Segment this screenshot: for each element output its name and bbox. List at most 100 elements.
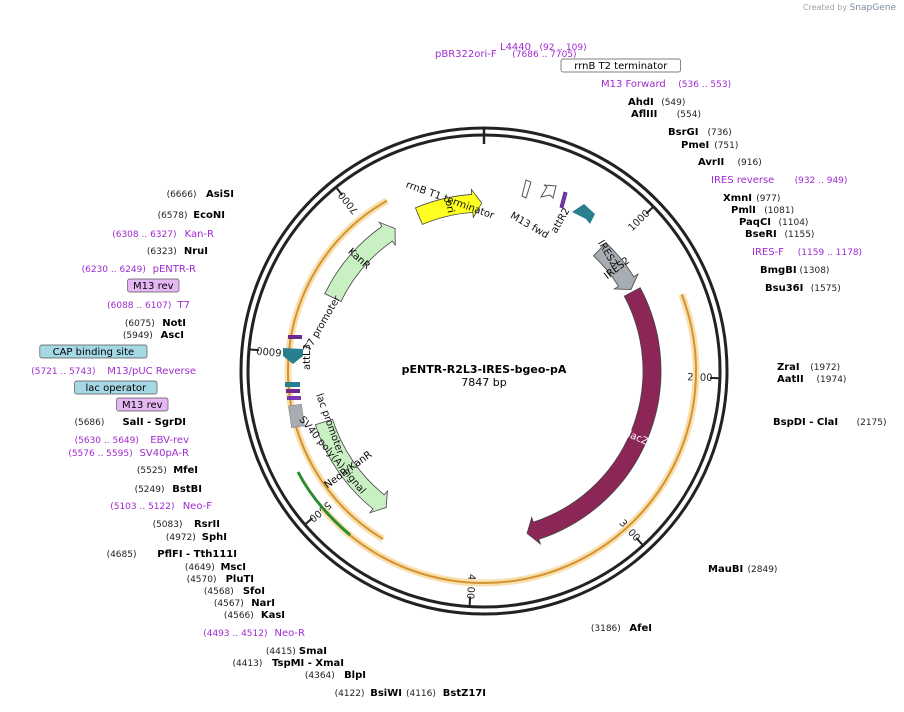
site-label: MfeI(5525) xyxy=(137,465,198,476)
lac-marker-2 xyxy=(286,389,300,393)
feature-text-label: M13 fwd xyxy=(508,210,550,241)
site-position: (6230 .. 6249) xyxy=(82,265,146,275)
orange-arcs xyxy=(284,197,700,587)
site-name: EcoNI xyxy=(193,210,225,221)
site-label: EBV-rev(5630 .. 5649) xyxy=(75,435,189,446)
site-position: (2175) xyxy=(857,418,887,428)
ruler-tick-label: 7000 xyxy=(337,189,362,216)
ruler-tick xyxy=(468,596,472,607)
site-name: IRES reverse xyxy=(711,175,774,186)
site-name: M13 Forward xyxy=(601,79,666,90)
site-name: Kan-R xyxy=(185,229,214,240)
ruler-tick xyxy=(635,537,644,547)
site-name: pBR322ori-F xyxy=(435,49,497,60)
SV40-polyA-block xyxy=(288,403,305,429)
site-label: BsiWI (4122) xyxy=(335,688,402,699)
feature-kanr xyxy=(324,221,396,303)
site-name: M13 rev xyxy=(122,400,163,411)
site-position: (4685) xyxy=(107,550,137,560)
snapgene-brand: Created by SnapGene xyxy=(803,3,896,13)
site-position: (3186) xyxy=(591,624,621,634)
site-position: (932 .. 949) xyxy=(795,176,848,186)
site-name: AsiSI xyxy=(206,189,234,200)
site-name: AhdI xyxy=(628,97,654,108)
site-label: BstBI (5249) xyxy=(135,484,202,495)
site-position: (751) xyxy=(714,141,738,151)
site-label: T7 (6088 .. 6107) xyxy=(107,300,190,311)
site-label: pBR322ori-F(7686 .. 7705) xyxy=(435,49,577,60)
site-position: (1974) xyxy=(817,375,847,385)
site-position: (6323) xyxy=(147,247,177,257)
site-position: (5103 .. 5122) xyxy=(110,502,174,512)
site-label: Neo-R(4493 .. 4512) xyxy=(203,628,305,639)
site-position: (6088 .. 6107) xyxy=(107,301,171,311)
site-label: BstZ17I(4116) xyxy=(406,688,486,699)
site-label: CAP binding site xyxy=(39,344,148,359)
site-name: AflIII xyxy=(631,109,657,120)
ruler-tick-label: 6000 xyxy=(256,344,282,357)
site-position: (6666) xyxy=(167,190,197,200)
site-position: (549) xyxy=(661,98,685,108)
site-name: AatII xyxy=(777,374,804,385)
site-position: (1972) xyxy=(810,363,840,373)
site-label: IRES reverse (932 .. 949) xyxy=(711,175,847,186)
ruler-tick-label: 4000 xyxy=(464,574,477,600)
site-name: NarI xyxy=(251,598,275,609)
site-name: NruI xyxy=(184,246,208,257)
site-name: PmeI xyxy=(681,140,709,151)
site-position: (5249) xyxy=(135,485,165,495)
site-label: Bsu36I (1575) xyxy=(765,283,841,294)
lac-marker-1 xyxy=(285,382,300,387)
site-name: BsiWI xyxy=(370,688,402,699)
site-name: KasI xyxy=(261,610,285,621)
site-name: M13 rev xyxy=(133,281,174,292)
site-position: (1308) xyxy=(800,266,830,276)
site-label: AflIII (554) xyxy=(631,109,701,120)
orange-arc xyxy=(287,199,388,540)
site-name: pENTR-R xyxy=(153,264,196,275)
site-label: AhdI (549) xyxy=(628,97,685,108)
site-label: M13/pUC Reverse(5721 .. 5743) xyxy=(31,366,196,377)
site-label: Kan-R(6308 .. 6327) xyxy=(112,229,214,240)
site-name: AscI xyxy=(161,330,184,341)
site-label: NarI(4567) xyxy=(214,598,275,609)
site-name: BstBI xyxy=(172,484,202,495)
site-position: (554) xyxy=(677,110,701,120)
site-label: BsrGI(736) xyxy=(668,127,732,138)
site-position: (6075) xyxy=(125,319,155,329)
site-position: (4415) xyxy=(266,647,296,657)
site-position: (536 .. 553) xyxy=(678,80,731,90)
site-name: AfeI xyxy=(629,623,652,634)
site-name: ZraI xyxy=(777,362,800,373)
attR2-arrow xyxy=(539,184,557,199)
site-position: (916) xyxy=(738,158,762,168)
feature-label: ori xyxy=(442,199,455,214)
site-label: BlpI(4364) xyxy=(305,670,366,681)
site-name: EBV-rev xyxy=(150,435,189,446)
M13-fwd-marker xyxy=(559,191,568,209)
brand-prefix: Created by xyxy=(803,3,848,12)
site-label: PluTI(4570) xyxy=(187,574,254,585)
site-label: L4440(92 .. 109) xyxy=(500,42,587,53)
site-label: SfoI(4568) xyxy=(204,586,265,597)
site-name: T7 xyxy=(177,300,190,311)
site-name: XmnI xyxy=(723,193,752,204)
site-position: (5949) xyxy=(123,331,153,341)
site-name: Neo-R xyxy=(275,628,306,639)
ruler-tick xyxy=(335,186,343,196)
site-name: PflFI - Tth111I xyxy=(157,549,237,560)
site-name: Bsu36I xyxy=(765,283,803,294)
site-name: PmlI xyxy=(731,205,756,216)
site-label: AsiSI (6666) xyxy=(167,189,234,200)
site-position: (1155) xyxy=(785,230,815,240)
site-label: EcoNI(6578) xyxy=(158,210,225,221)
site-name: BseRI xyxy=(745,229,777,240)
site-position: (4122) xyxy=(335,689,365,699)
feature-text-label: attL3 xyxy=(302,344,313,370)
site-position: (1575) xyxy=(811,284,841,294)
site-label: AatII (1974) xyxy=(777,374,846,385)
feature-ires2 xyxy=(593,242,639,291)
site-label: IRES-F(1159 .. 1178) xyxy=(752,247,862,258)
ruler-tick-label: 2000 xyxy=(687,372,713,384)
